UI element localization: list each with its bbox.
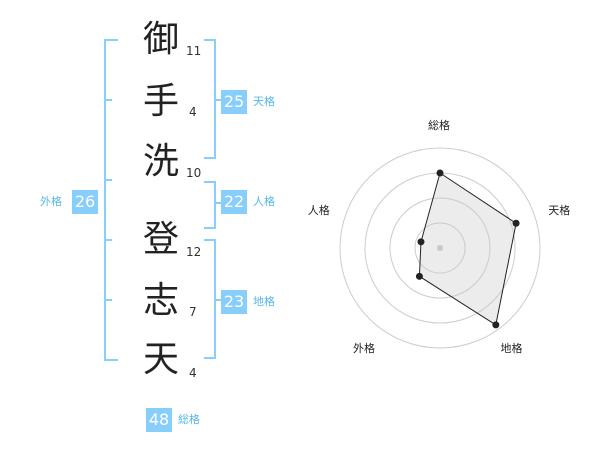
radar-ring <box>339 147 541 349</box>
stroke-count-4: 12 <box>186 245 202 259</box>
name-char-6: 天 <box>143 339 180 380</box>
name-char-2: 手 <box>143 81 180 122</box>
name-char-4: 登 <box>143 219 180 260</box>
radar-point-2 <box>512 219 520 227</box>
gaikaku-bracket <box>104 39 118 361</box>
name-char-3: 洗 <box>143 141 180 182</box>
radar-ring <box>389 197 491 299</box>
tenkaku-label: 天格 <box>253 95 275 108</box>
radar-ring <box>414 222 466 274</box>
name-char-5: 志 <box>143 280 180 321</box>
chikaku-label: 地格 <box>253 295 275 308</box>
jinkaku-bracket <box>204 181 216 229</box>
chikaku-value: 23 <box>221 290 247 314</box>
soukaku-value: 48 <box>146 408 172 432</box>
radar-axis-label-3: 地格 <box>500 342 523 356</box>
jinkaku-value: 22 <box>221 190 247 214</box>
radar-axis-label-1: 総格 <box>428 118 450 132</box>
jinkaku-label: 人格 <box>253 195 275 208</box>
tenkaku-value: 25 <box>221 90 247 114</box>
radar-polygon <box>418 172 517 326</box>
radar-point-5 <box>417 238 425 246</box>
radar-axis-label-4: 外格 <box>353 342 376 356</box>
gaikaku-label: 外格 <box>40 195 62 208</box>
radar-point-3 <box>492 321 500 329</box>
stroke-count-1: 11 <box>186 44 202 58</box>
soukaku-label: 総格 <box>178 413 200 426</box>
stroke-count-2: 4 <box>189 105 197 119</box>
radar-axis-label-5: 人格 <box>307 204 330 218</box>
radar-point-4 <box>415 272 423 280</box>
radar-point-1 <box>436 169 444 177</box>
name-char-1: 御 <box>143 19 180 60</box>
gaikaku-value: 26 <box>72 190 98 214</box>
stroke-count-6: 4 <box>189 366 197 380</box>
radar-axis-label-2: 天格 <box>548 204 571 218</box>
stroke-count-3: 10 <box>186 166 202 180</box>
stroke-count-5: 7 <box>189 305 197 319</box>
radar-center <box>437 245 443 251</box>
